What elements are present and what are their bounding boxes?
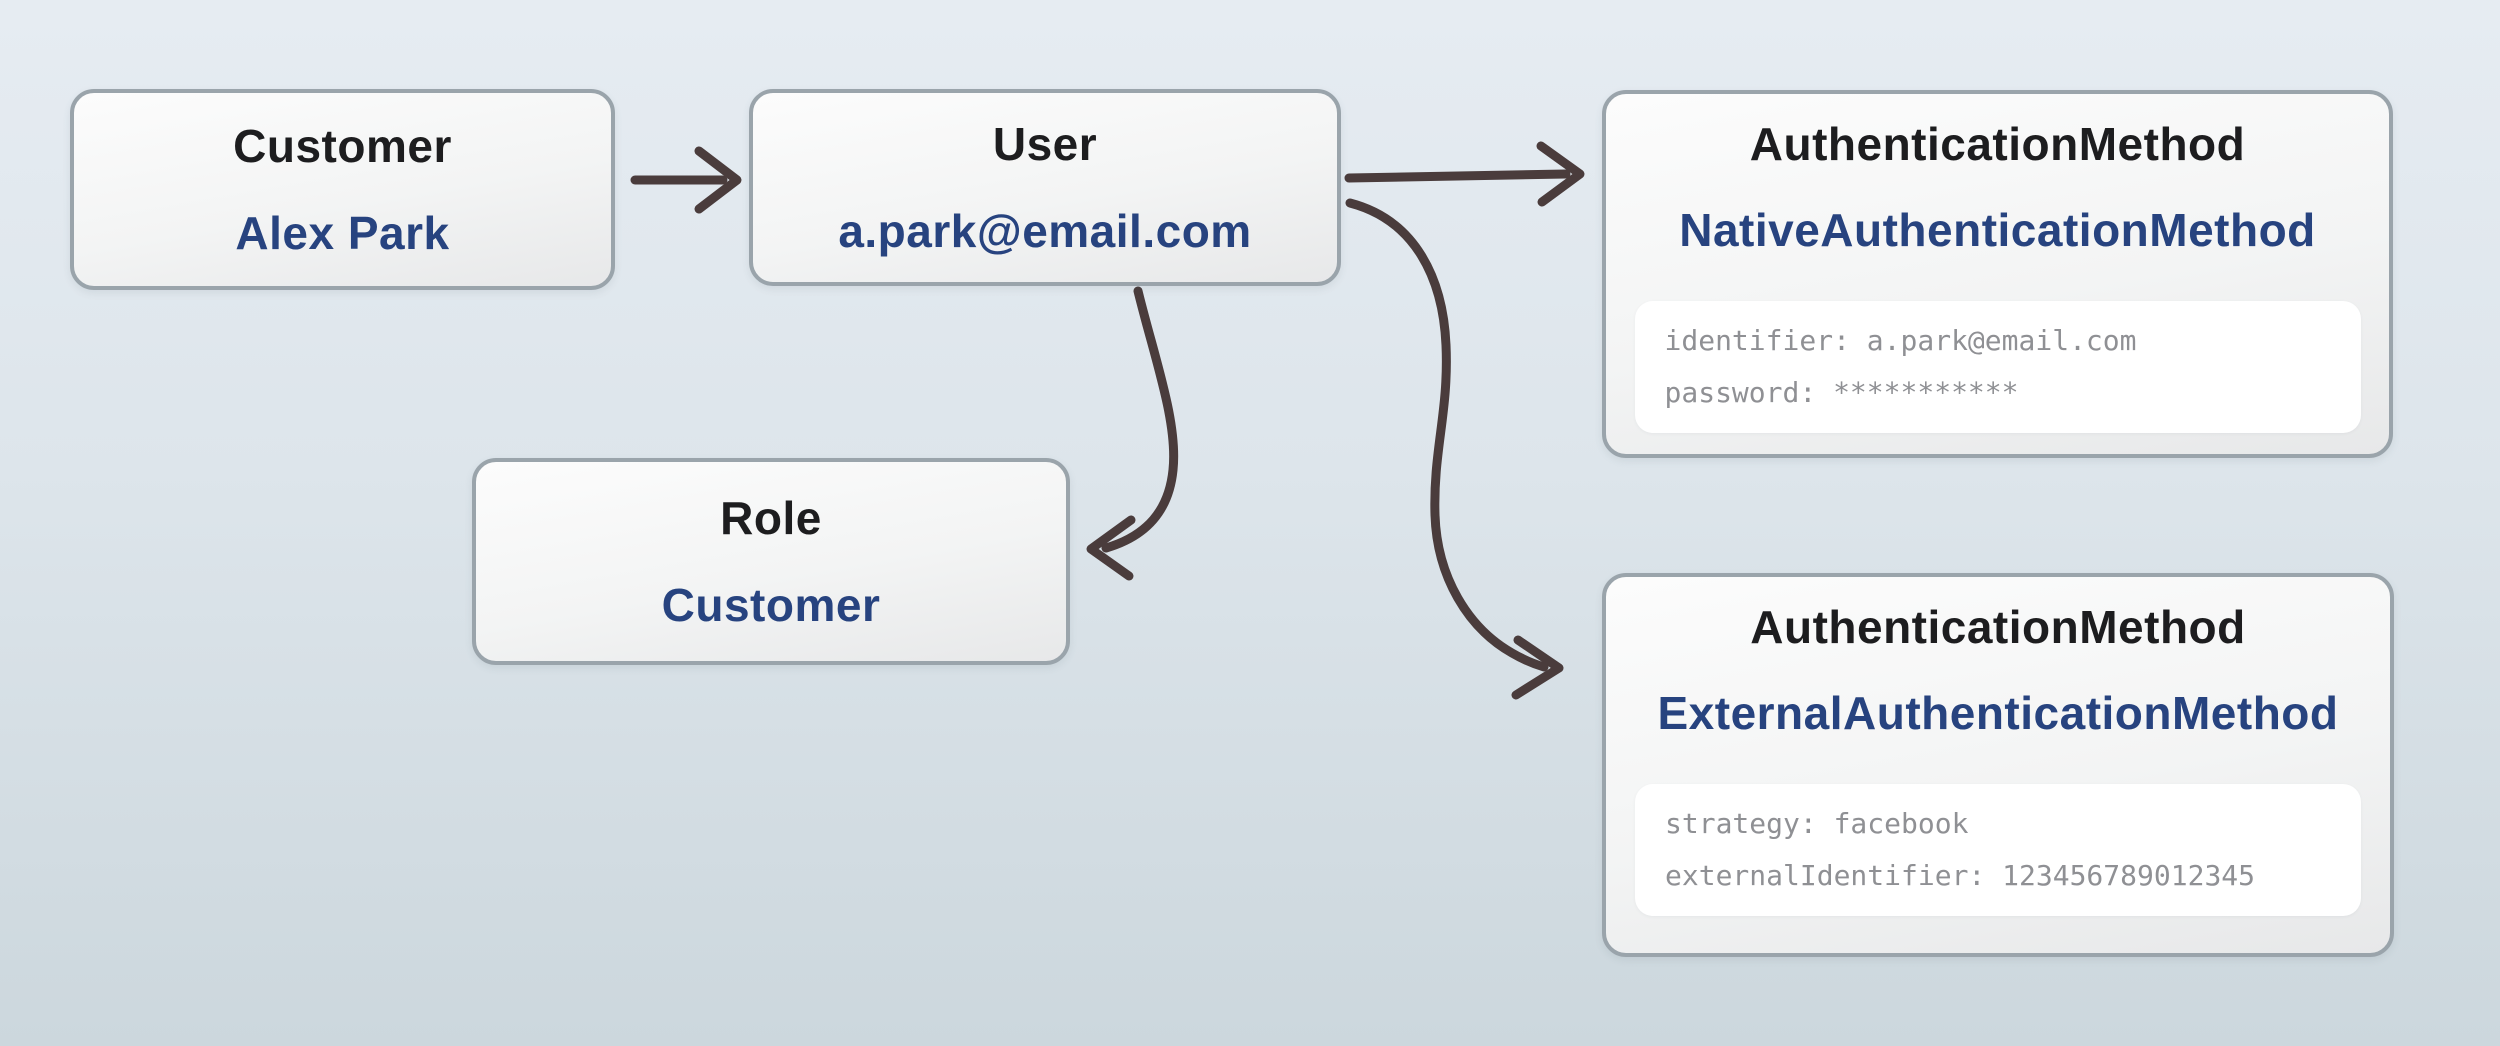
node-role: Role Customer bbox=[472, 458, 1070, 665]
arrow-user-to-native-auth bbox=[1344, 141, 1585, 207]
node-role-title: Role bbox=[720, 492, 822, 545]
attribute-password: password: *********** bbox=[1664, 375, 2019, 409]
node-auth-external-title: AuthenticationMethod bbox=[1750, 601, 2246, 653]
node-auth-native-title: AuthenticationMethod bbox=[1749, 118, 2246, 170]
arrow-customer-to-user bbox=[630, 146, 742, 214]
attribute-external-identifier: externalIdentifier: 123456789012345 bbox=[1665, 858, 2256, 892]
node-auth-external-value: ExternalAuthenticationMethod bbox=[1657, 687, 2339, 740]
node-customer-value: Alex Park bbox=[235, 206, 450, 259]
node-user-value: a.park@email.com bbox=[838, 204, 1252, 257]
node-auth-native: AuthenticationMethod NativeAuthenticatio… bbox=[1602, 90, 2393, 458]
node-customer: Customer Alex Park bbox=[70, 89, 615, 290]
arrow-user-to-external-auth bbox=[1345, 198, 1564, 700]
node-role-value: Customer bbox=[661, 578, 881, 631]
arrow-user-to-role bbox=[1086, 286, 1179, 581]
attribute-strategy: strategy: facebook bbox=[1665, 806, 1969, 840]
attribute-identifier: identifier: a.park@email.com bbox=[1664, 323, 2137, 357]
node-auth-native-attributes: identifier: a.park@email.com password: *… bbox=[1634, 300, 2361, 433]
node-customer-title: Customer bbox=[233, 120, 452, 173]
node-auth-native-value: NativeAuthenticationMethod bbox=[1679, 204, 2316, 257]
node-auth-external-attributes: strategy: facebook externalIdentifier: 1… bbox=[1635, 783, 2361, 916]
node-user: User a.park@email.com bbox=[749, 89, 1341, 286]
node-auth-external: AuthenticationMethod ExternalAuthenticat… bbox=[1602, 573, 2394, 957]
node-user-title: User bbox=[992, 118, 1098, 171]
